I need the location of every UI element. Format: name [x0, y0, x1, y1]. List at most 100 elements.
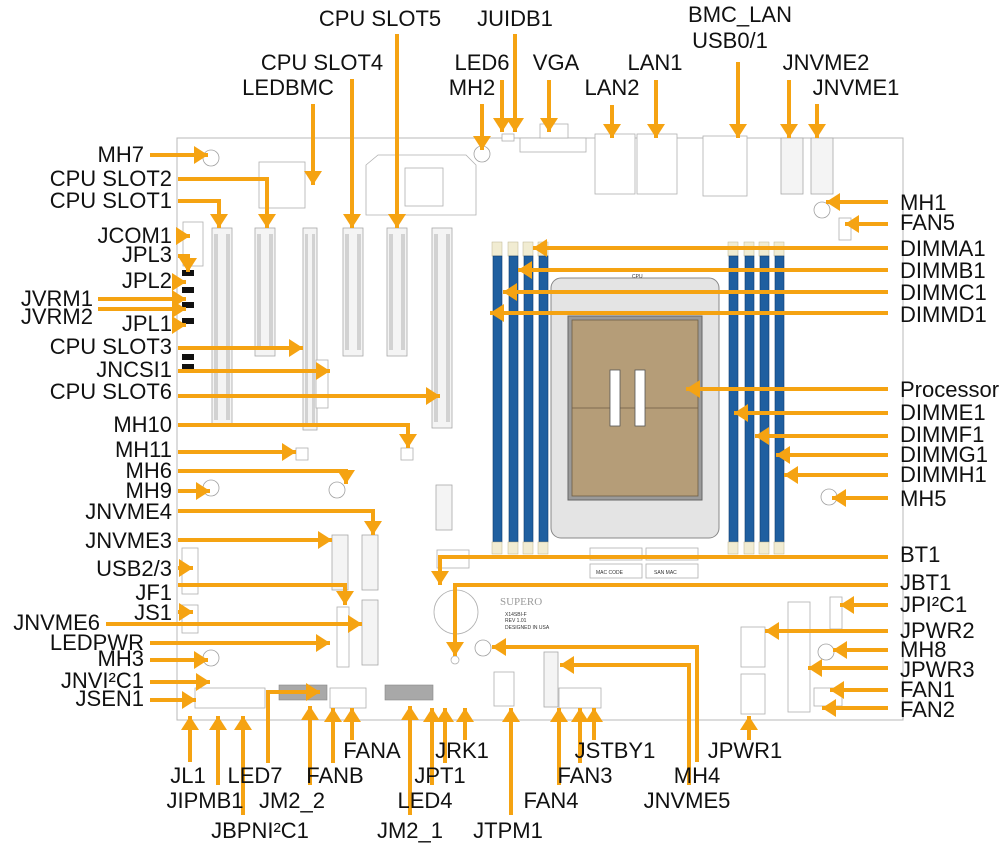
- fan34-headers: [558, 687, 602, 709]
- san-mac-label: [645, 563, 699, 579]
- mounting-hole-mh8: [817, 643, 835, 661]
- san-mac-text: SAN MAC: [654, 570, 677, 576]
- jbt1-jumper: [450, 655, 460, 665]
- callout-lan2-label: LAN2: [584, 75, 639, 100]
- jnvme2-connector: [780, 137, 804, 195]
- callout-jncsi1-label: JNCSI1: [96, 357, 172, 382]
- callout-jnvme3-arrowhead: [318, 531, 332, 549]
- callout-jvrm2-label: JVRM2: [21, 304, 93, 329]
- callout-cpu-slot1-label: CPU SLOT1: [50, 188, 172, 213]
- callout-jcom1-label: JCOM1: [97, 223, 172, 248]
- fan-headers-bottom: [329, 687, 367, 709]
- callout-jpl1-label: JPL1: [122, 311, 172, 336]
- callout-cpu-slot6-label: CPU SLOT6: [50, 379, 172, 404]
- callout-jnvme4-label: JNVME4: [85, 499, 172, 524]
- bmc-lan-usb-port: [702, 135, 748, 197]
- callout-mh5-label: MH5: [900, 486, 946, 511]
- mounting-standoff-mh11: [295, 447, 309, 461]
- callout-jnvme5-leader: [560, 663, 691, 785]
- callout-fan3-label: FAN3: [557, 763, 612, 788]
- callout-js1-label: JS1: [134, 600, 172, 625]
- callout-jpt1-arrowhead: [436, 708, 454, 722]
- callout-mh8-label: MH8: [900, 637, 946, 662]
- callout-jnvme2-label: JNVME2: [783, 50, 870, 75]
- callout-jbt1-arrowhead: [446, 642, 464, 656]
- callout-jpi2c1-arrowhead: [840, 596, 854, 614]
- callout-cpu-slot4-arrowhead: [343, 214, 361, 228]
- callout-lan2-arrowhead: [603, 124, 621, 138]
- callout-cpu-slot2-label: CPU SLOT2: [50, 166, 172, 191]
- jpwr3-connector: [787, 601, 811, 713]
- callout-jpwr3-arrowhead: [808, 659, 822, 677]
- callout-juidb1-label: JUIDB1: [477, 6, 553, 31]
- callout-jf1-arrowhead: [336, 591, 354, 605]
- callout-jnvme2-arrowhead: [780, 124, 798, 138]
- cpu-silk-label: CPU: [632, 274, 643, 280]
- callout-jpwr2-label: JPWR2: [900, 618, 975, 643]
- callout-fan2-label: FAN2: [900, 697, 955, 722]
- jnvme4-connector: [361, 534, 379, 591]
- callout-processor-label: Processor: [900, 377, 999, 402]
- callout-jpwr1-arrowhead: [740, 716, 758, 730]
- vga-connector: [519, 123, 587, 153]
- callout-dimme1-label: DIMME1: [900, 400, 986, 425]
- jpwr2-connector: [740, 626, 766, 668]
- callout-dimma1-label: DIMMA1: [900, 236, 986, 261]
- callout-jpl3-arrowhead: [179, 258, 197, 272]
- callout-jpl2-arrowhead: [172, 273, 186, 291]
- mounting-hole-mh1: [813, 201, 831, 219]
- callout-dimmf1-arrowhead: [755, 427, 769, 445]
- callout-led7-arrowhead: [306, 683, 320, 701]
- callout-jrk1-label: JRK1: [435, 738, 489, 763]
- callout-vga-label: VGA: [533, 50, 580, 75]
- callout-jpl1-arrowhead: [172, 316, 186, 334]
- callout-jstby1-arrowhead: [585, 708, 603, 722]
- callout-cpu-slot2-leader: [178, 177, 269, 228]
- callout-jpwr1-label: JPWR1: [708, 738, 783, 763]
- board-model: X14SBI-F: [505, 612, 527, 618]
- callout-jnvme6-label: JNVME6: [13, 610, 100, 635]
- callout-jpl2-label: JPL2: [122, 268, 172, 293]
- jm2-1-slot: [384, 684, 434, 701]
- callout-jnvme5-label: JNVME5: [644, 788, 731, 813]
- callout-usb2-3-arrowhead: [179, 559, 193, 577]
- callout-mh8-arrowhead: [833, 641, 847, 659]
- jf1-header: [336, 606, 350, 668]
- jnvme6-connector: [361, 599, 379, 666]
- callout-bmc-lan-arrowhead: [729, 124, 747, 138]
- callout-bt1-label: BT1: [900, 542, 940, 567]
- callout-fan3-arrowhead: [571, 708, 589, 722]
- mac-code-label: [589, 563, 643, 579]
- callout-jpwr2-arrowhead: [765, 622, 779, 640]
- pcie-slot-5: [386, 227, 408, 357]
- callout-mh10-label: MH10: [113, 412, 172, 437]
- mac-code-text: MAC CODE: [596, 570, 624, 576]
- callout-mh9-arrowhead: [196, 482, 210, 500]
- callout-arrows: [98, 34, 888, 815]
- callout-led4-label: LED4: [397, 788, 452, 813]
- callout-fan5-label: FAN5: [900, 210, 955, 235]
- callout-jm2-1-label: JM2_1: [377, 818, 443, 843]
- callout-dimmf1-label: DIMMF1: [900, 422, 984, 447]
- callout-jpi2c1-label: JPI²C1: [900, 592, 967, 617]
- callout-mh10-arrowhead: [399, 434, 417, 448]
- callout-mh1-arrowhead: [826, 193, 840, 211]
- mounting-hole-mh7: [202, 149, 220, 167]
- callout-mh7-label: MH7: [98, 142, 144, 167]
- lan1-port: [636, 133, 678, 195]
- callout-cpu-slot1-arrowhead: [210, 214, 228, 228]
- callout-led7-label: LED7: [227, 763, 282, 788]
- callout-fan1-arrowhead: [830, 681, 844, 699]
- callout-mh6-label: MH6: [126, 458, 172, 483]
- callout-lan1-label: LAN1: [627, 50, 682, 75]
- callout-cpu-slot2-arrowhead: [258, 214, 276, 228]
- jnvme1-connector: [810, 137, 834, 195]
- pcie-slot-6: [431, 227, 453, 429]
- callout-jipmb1-label: JIPMB1: [166, 788, 243, 813]
- callout-vga-arrowhead: [540, 118, 558, 132]
- callout-fan5-arrowhead: [845, 215, 859, 233]
- callout-cpu-slot5-label: CPU SLOT5: [319, 6, 441, 31]
- callout-fan1-label: FAN1: [900, 677, 955, 702]
- bottom-header-group: [194, 687, 266, 709]
- callout-jnvme1-label: JNVME1: [813, 75, 900, 100]
